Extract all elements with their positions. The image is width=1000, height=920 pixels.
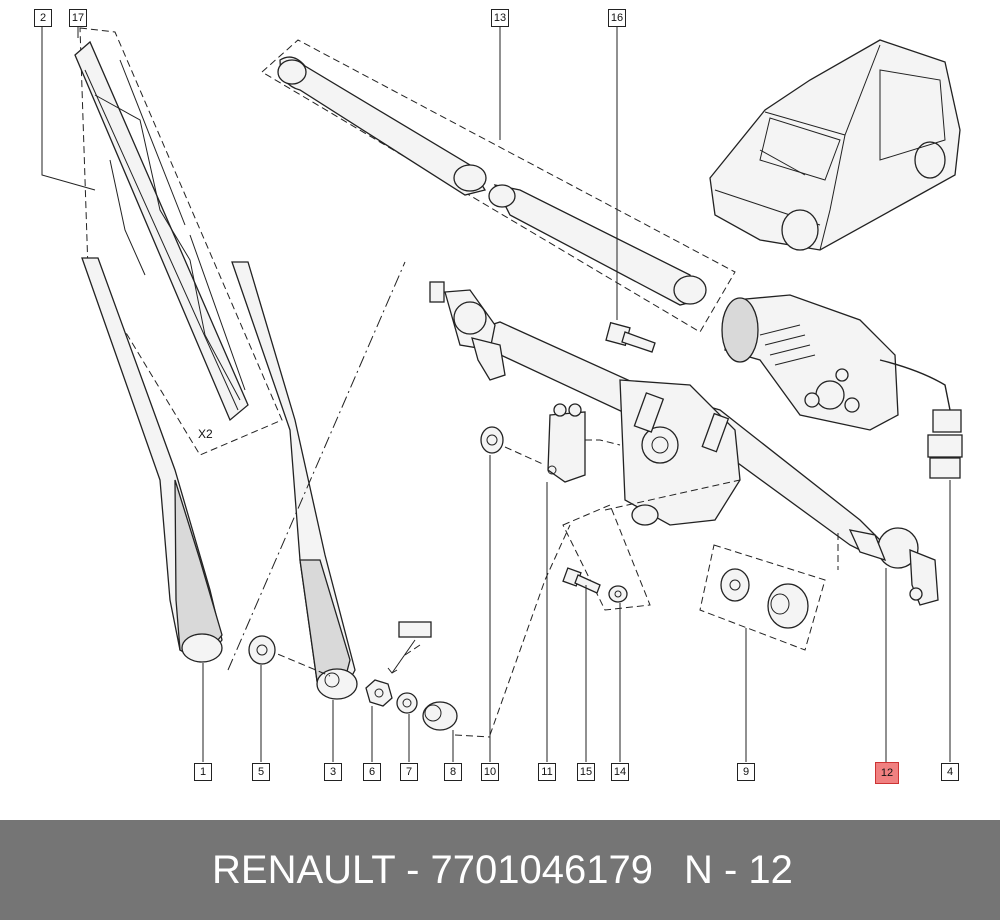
wiper-blade: [74, 27, 283, 456]
bracket-11: [547, 403, 586, 483]
callout-16: 16: [608, 9, 626, 27]
callout-13: 13: [491, 9, 509, 27]
callout-2: 2: [34, 9, 52, 27]
callout-9: 9: [737, 763, 755, 781]
vehicle-sketch: [709, 39, 961, 251]
nut-6: [365, 679, 393, 707]
callout-15: 15: [577, 763, 595, 781]
grommets-9: [720, 568, 809, 629]
wiper-arm-3: [231, 261, 358, 700]
wiper-arm-1: [81, 257, 223, 663]
linkage-rod-13: [261, 39, 736, 333]
wiper-frame: [429, 281, 939, 606]
callout-10: 10: [481, 763, 499, 781]
nut-5: [248, 635, 276, 665]
callout-11: 11: [538, 763, 556, 781]
wiper-motor: [721, 294, 963, 479]
wiper-system-diagram: [41, 27, 963, 762]
footer-bar: RENAULT - 7701046179 N - 12: [0, 820, 1000, 920]
callout-5: 5: [252, 763, 270, 781]
callout-17: 17: [69, 9, 87, 27]
callout-12-highlighted: 12: [875, 762, 899, 784]
callout-3: 3: [324, 763, 342, 781]
callout-1: 1: [194, 763, 212, 781]
bolt-16: [605, 321, 656, 353]
washer-7: [396, 692, 418, 714]
part-number-label: RENAULT - 7701046179: [212, 848, 654, 892]
leader-lines: [41, 27, 951, 762]
bolt-15: [562, 567, 601, 594]
bushing-8: [422, 701, 458, 731]
callout-4: 4: [941, 763, 959, 781]
quantity-annotation: X2: [198, 427, 213, 441]
callout-7: 7: [400, 763, 418, 781]
washer-14: [608, 585, 628, 603]
callout-8: 8: [444, 763, 462, 781]
nut-10: [480, 426, 504, 454]
cap-label-icon: [387, 621, 432, 674]
callout-14: 14: [611, 763, 629, 781]
callout-6: 6: [363, 763, 381, 781]
page-reference: N - 12: [684, 848, 793, 892]
